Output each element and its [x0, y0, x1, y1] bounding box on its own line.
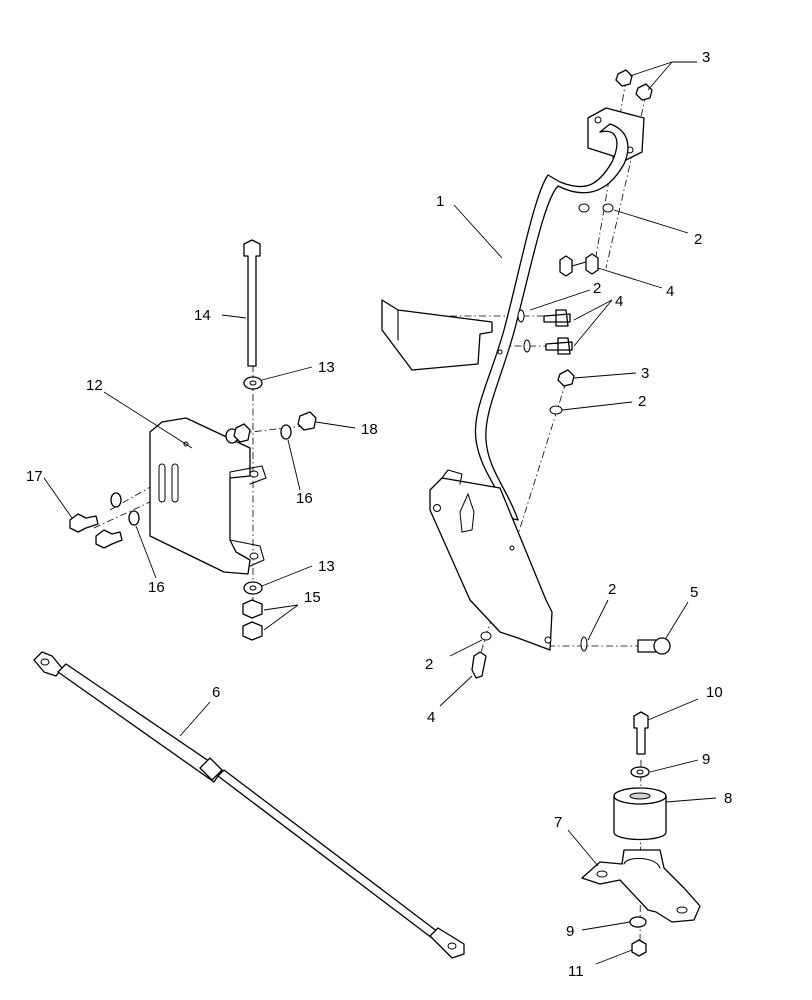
callout-item-17: 17 — [26, 468, 43, 485]
callout-item-3: 3 — [702, 49, 710, 66]
nut-item15-b — [242, 621, 263, 641]
washer-item16-b — [280, 424, 292, 440]
strap-bracket-hole-right — [676, 906, 688, 914]
callout-item-18: 18 — [361, 421, 378, 438]
callout-labels: 1 2 2 2 2 2 3 3 4 4 4 5 6 7 8 9 9 10 11 … — [26, 49, 732, 980]
bracket-tab-hole-lower — [249, 552, 259, 560]
gas-strut-cylinder — [57, 663, 223, 783]
washer-item9-top-hole — [636, 769, 644, 775]
bolt-item4-c — [543, 309, 571, 327]
callout-item-14: 14 — [194, 307, 211, 324]
callout-item-8: 8 — [724, 790, 732, 807]
washer-item13-top-hole — [249, 380, 257, 386]
nut-item3-a — [615, 69, 633, 87]
bolt-item17-a — [69, 513, 99, 533]
nut-item3-b — [635, 83, 653, 101]
callout-item-2: 2 — [425, 656, 433, 673]
gas-strut-end-upper-hole — [40, 658, 50, 666]
ball-stud-item5-ball — [653, 637, 671, 655]
leader-lines — [43, 61, 717, 965]
callout-item-12: 12 — [86, 377, 103, 394]
washer-item13-bottom-hole — [249, 585, 257, 591]
nut-upper — [233, 423, 251, 443]
bolt-item4-a — [559, 255, 573, 277]
bushing-item8 — [613, 795, 667, 841]
bracket-slot-right — [171, 463, 179, 503]
washer-item2-f — [480, 631, 492, 641]
callout-item-2: 2 — [608, 581, 616, 598]
callout-item-4: 4 — [615, 293, 623, 310]
rod-bottom-hole-right — [544, 636, 552, 644]
callout-item-16: 16 — [296, 490, 313, 507]
washer-item2-e — [549, 405, 563, 415]
callout-item-13: 13 — [318, 558, 335, 575]
rod-bottom-hole-left — [433, 504, 441, 512]
callout-item-15: 15 — [304, 589, 321, 606]
washer-item9-bottom — [629, 916, 647, 928]
callout-item-16: 16 — [148, 579, 165, 596]
washer-item2-b — [602, 203, 614, 213]
gas-strut-end-lower-hole — [447, 942, 457, 950]
washer-item16-d — [128, 510, 140, 526]
bracket-hardware — [69, 239, 317, 641]
strap-bracket-hole-left — [596, 870, 608, 878]
bracket-tab-hole-upper — [249, 470, 259, 478]
support-rod-assembly — [381, 107, 645, 651]
rod-mid-hole — [497, 349, 503, 355]
callout-item-3: 3 — [641, 365, 649, 382]
washer-item2-a — [578, 203, 590, 213]
callout-item-2: 2 — [593, 280, 601, 297]
bolt-item4-a-shank — [571, 261, 587, 267]
gas-strut-collar — [199, 757, 223, 781]
callout-item-2: 2 — [638, 393, 646, 410]
bracket-tab-upper — [229, 465, 267, 485]
bolt-item4-b — [585, 253, 599, 275]
callout-item-7: 7 — [554, 814, 562, 831]
mount-assembly — [581, 711, 701, 957]
callout-item-11: 11 — [568, 963, 584, 980]
callout-item-6: 6 — [212, 684, 220, 701]
nut-item11 — [631, 939, 647, 957]
callout-item-9: 9 — [702, 751, 710, 768]
rod-side-bracket — [381, 299, 493, 371]
callout-item-4: 4 — [427, 709, 435, 726]
gas-strut-item6 — [33, 651, 465, 959]
bushing-item8-bore — [629, 792, 651, 800]
washer-item16-c — [110, 492, 122, 508]
support-rod-tube — [474, 123, 629, 521]
bolt-item10 — [633, 711, 649, 755]
rod-bottom-plate-fold — [441, 469, 463, 485]
washer-item2-c — [517, 309, 525, 323]
nut-item15-a — [242, 599, 263, 619]
bracket-tab-lower — [229, 539, 265, 567]
rod-hardware — [471, 69, 671, 679]
gas-strut-rod — [217, 769, 439, 939]
callout-item-2: 2 — [694, 231, 702, 248]
callout-item-1: 1 — [436, 193, 444, 210]
bolt-item17-b — [95, 529, 123, 549]
bolt-item4-e — [471, 651, 487, 679]
washer-item2-d — [523, 339, 531, 353]
nut-item18 — [297, 411, 317, 431]
callout-item-4: 4 — [666, 283, 674, 300]
ball-stud-item5 — [637, 639, 657, 653]
slotted-bracket-assembly — [149, 417, 267, 575]
strap-bracket-item7 — [581, 849, 701, 923]
callout-item-10: 10 — [706, 684, 723, 701]
bracket-slot-left — [158, 463, 166, 503]
gas-strut-end-lower — [429, 927, 465, 959]
rod-top-mount-hole — [594, 116, 602, 124]
long-bolt-item14 — [243, 239, 261, 367]
rod-bottom-slot — [459, 492, 475, 533]
callout-item-5: 5 — [690, 584, 698, 601]
rod-bottom-hole-center — [509, 545, 515, 551]
nut-item3-c — [557, 369, 575, 387]
callout-item-13: 13 — [318, 359, 335, 376]
strap-bracket-arch — [623, 857, 661, 869]
rod-bottom-plate — [429, 477, 553, 651]
washer-item2-g — [580, 636, 588, 652]
bolt-item4-d — [545, 337, 573, 355]
callout-item-9: 9 — [566, 923, 574, 940]
